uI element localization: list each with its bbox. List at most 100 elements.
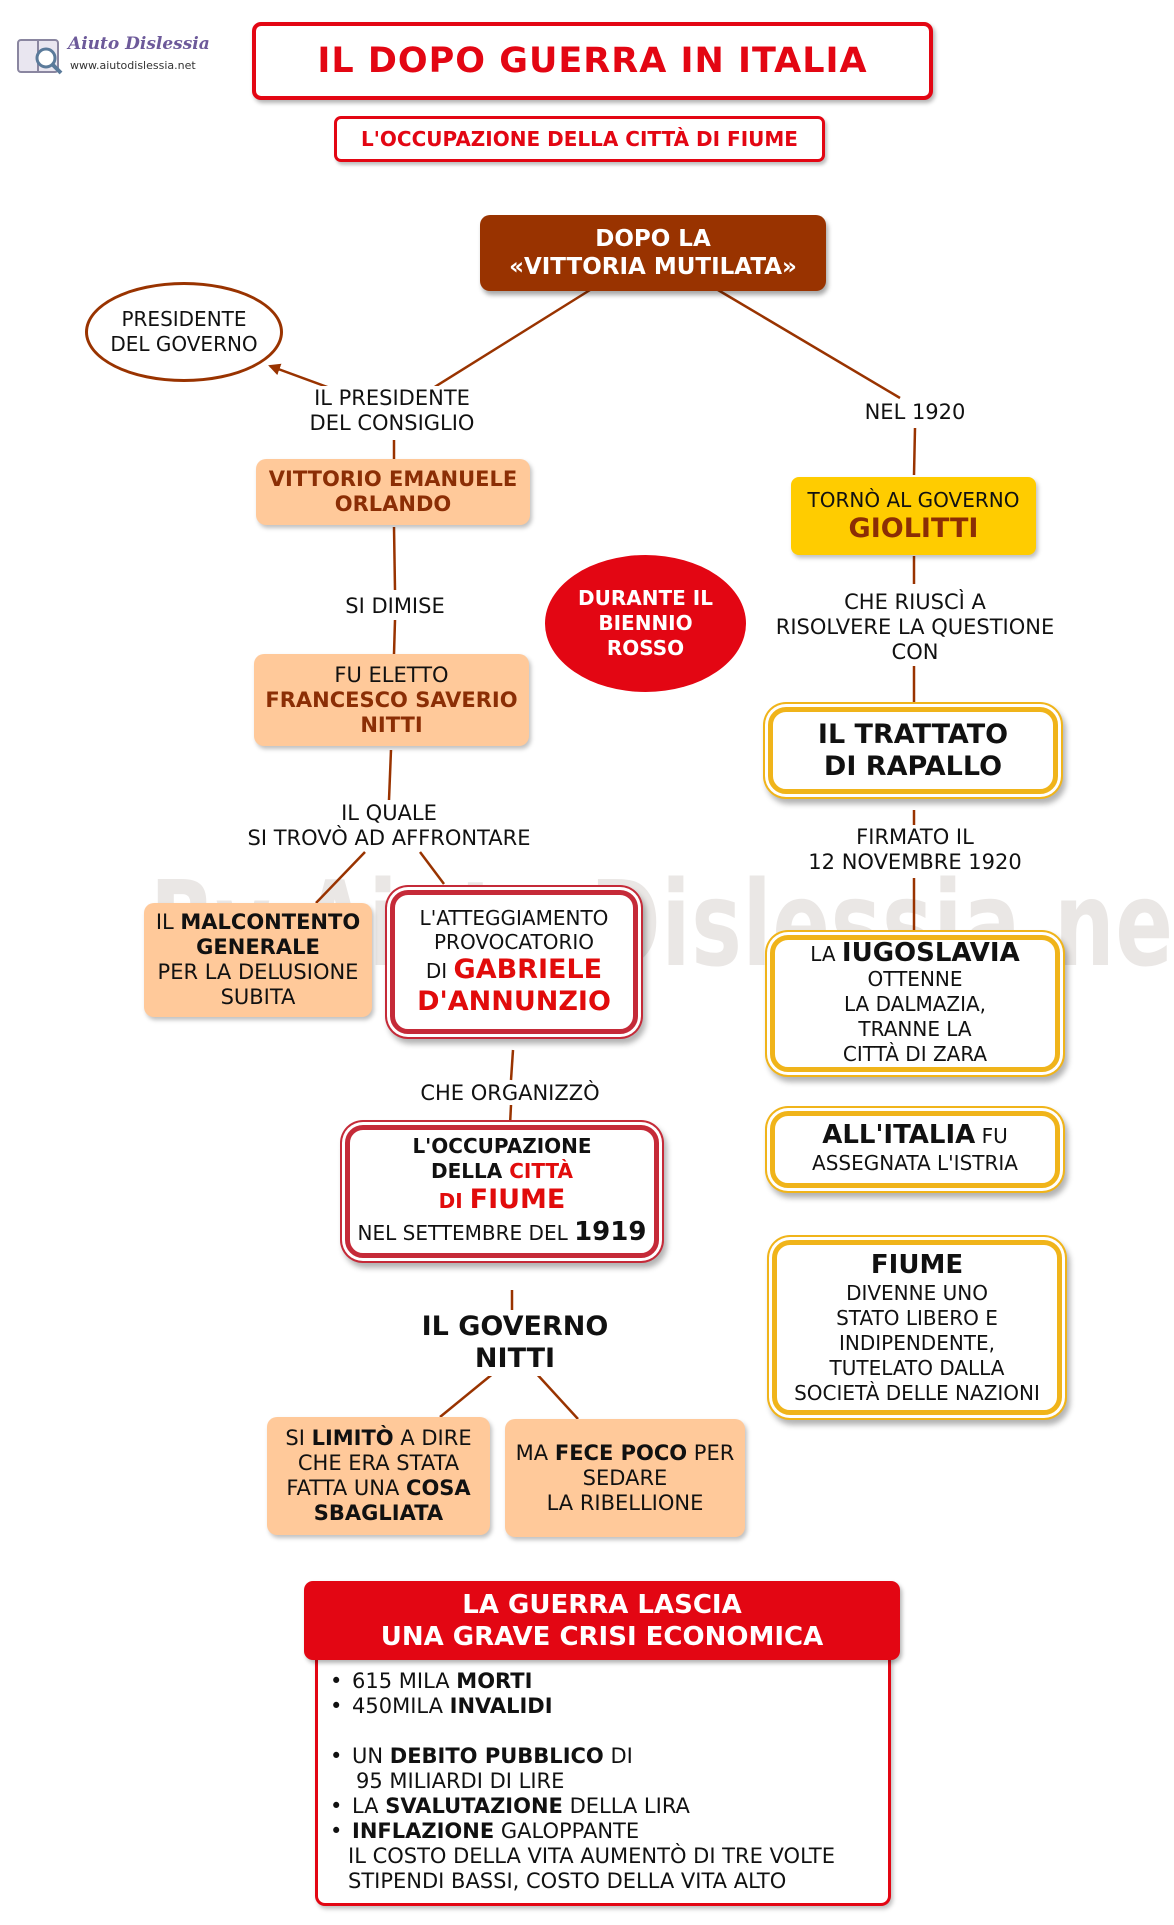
fiume-title: FIUME [870,1249,964,1280]
label-firmato-line1: FIRMATO IL [856,825,974,849]
node-nitti: FU ELETTO FRANCESCO SAVERIO NITTI [254,654,529,746]
subtitle-box: L'OCCUPAZIONE DELLA CITTÀ DI FIUME [334,116,825,162]
malcontento-pre: IL [155,910,181,934]
logo[interactable]: Aiuto Dislessia www.aiutodislessia.net [16,32,210,82]
nitti-line1: FU ELETTO [334,662,449,687]
logo-name: Aiuto Dislessia [68,34,210,54]
si-limito-line3-bold: COSA [406,1476,471,1500]
occupazione-line2-pre: DELLA [431,1159,510,1183]
crisi-header: LA GUERRA LASCIA UNA GRAVE CRISI ECONOMI… [304,1581,900,1660]
root-line1: DOPO LA [595,226,711,252]
connector-presidente-arrow [268,363,331,390]
node-orlando: VITTORIO EMANUELE ORLANDO [256,459,530,525]
label-si-dimise: SI DIMISE [345,594,445,618]
label-firmato: FIRMATO IL 12 NOVEMBRE 1920 [795,825,1035,875]
jugoslavia-line4: TRANNE LA [858,1016,972,1041]
node-jugoslavia: LA IUGOSLAVIA OTTENNE LA DALMAZIA, TRANN… [770,935,1060,1072]
dannunzio-line3-pre: DI [425,959,454,983]
fece-poco-line3: LA RIBELLIONE [546,1490,704,1515]
italia-post: FU [975,1124,1008,1148]
fiume-line4: INDIPENDENTE, [838,1330,996,1355]
crisi-item-invalidi: 450MILA INVALIDI [326,1694,888,1719]
malcontento-line4: SUBITA [220,985,296,1009]
node-italia-istria: ALL'ITALIA FU ASSEGNATA L'ISTRIA [770,1111,1060,1188]
label-che-organizzo: CHE ORGANIZZÒ [420,1081,600,1105]
occupazione-line1: L'OCCUPAZIONE [412,1134,592,1158]
crisi-item-costo-vita: IL COSTO DELLA VITA AUMENTÒ DI TRE VOLTE [348,1844,835,1868]
si-limito-line2: CHE ERA STATA [297,1451,460,1475]
occupazione-line3-pre: DI [438,1189,470,1213]
giolitti-line2: GIOLITTI [848,513,979,544]
connector-governo-limito [439,1371,496,1418]
oval-biennio-rosso: DURANTE IL BIENNIO ROSSO [545,555,746,692]
dannunzio-line3: DI GABRIELE [426,954,602,986]
label-risolvere-line1: CHE RIUSCÌ A [844,590,986,614]
page-title-box: IL DOPO GUERRA IN ITALIA [252,22,933,100]
governo-nitti-line2: NITTI [474,1343,556,1374]
fece-poco-line1: MA FECE POCO PER [516,1441,735,1466]
occupazione-line2: DELLA CITTÀ [431,1159,573,1184]
connector-nitti-quale [387,749,393,801]
crisi-header-line2: UNA GRAVE CRISI ECONOMICA [380,1621,824,1652]
crisi-item-stipendi: STIPENDI BASSI, COSTO DELLA VITA ALTO [348,1869,787,1893]
dannunzio-line1: L'ATTEGGIAMENTO [419,906,609,930]
node-trattato-rapallo: IL TRATTATO DI RAPALLO [768,707,1058,794]
biennio-line1: DURANTE IL [578,586,713,610]
node-malcontento: IL MALCONTENTO GENERALE PER LA DELUSIONE… [144,903,372,1017]
trattato-line1: IL TRATTATO [817,718,1009,750]
fiume-line5: TUTELATO DALLA [829,1355,1005,1380]
occupazione-line4-year: 1919 [574,1217,647,1247]
fiume-line3: STATO LIBERO E [836,1305,998,1330]
connector-1920-giolitti [912,427,917,476]
node-giolitti: TORNÒ AL GOVERNO GIOLITTI [791,477,1036,555]
jugoslavia-bold: IUGOSLAVIA [841,937,1020,968]
jugoslavia-line1: LA IUGOSLAVIA [810,937,1020,968]
fiume-line6: SOCIETÀ DELLE NAZIONI [794,1380,1040,1405]
oval-line1: PRESIDENTE [121,307,247,331]
connector-root-right [717,288,901,400]
occupazione-line3-red: FIUME [469,1184,566,1215]
si-limito-line1: SI LIMITÒ A DIRE [285,1426,471,1451]
crisi-list: 615 MILA MORTI 450MILA INVALIDI UN DEBIT… [326,1669,888,1894]
jugoslavia-pre: LA [810,941,842,966]
label-governo-nitti: IL GOVERNO NITTI [405,1310,625,1376]
crisi-header-line1: LA GUERRA LASCIA [462,1589,742,1620]
dannunzio-line3-name: GABRIELE [453,954,603,985]
oval-line2: DEL GOVERNO [110,332,258,356]
malcontento-bold: MALCONTENTO [180,910,361,934]
connector-root-left [432,288,591,390]
italia-line1: ALL'ITALIA FU [822,1122,1008,1150]
connector-organizzo-occupazione [508,1104,513,1126]
fece-poco-post: PER [687,1440,735,1465]
connector-dimise-nitti [392,619,397,655]
malcontento-line1: IL MALCONTENTO [156,910,360,935]
fiume-line2: DIVENNE UNO [846,1280,988,1305]
page-subtitle: L'OCCUPAZIONE DELLA CITTÀ DI FIUME [361,127,798,151]
label-nel-1920: NEL 1920 [845,400,985,425]
node-vittoria-mutilata: DOPO LA «VITTORIA MUTILATA» [480,215,826,291]
fece-poco-line2: SEDARE [582,1465,668,1490]
si-limito-bold: LIMITÒ [311,1426,394,1450]
label-risolvere: CHE RIUSCÌ A RISOLVERE LA QUESTIONE CON [760,590,1070,665]
oval-presidente-governo: PRESIDENTE DEL GOVERNO [85,282,283,382]
trattato-line2: DI RAPALLO [823,750,1003,782]
italia-line2: ASSEGNATA L'ISTRIA [812,1151,1018,1175]
crisi-item-inflazione: INFLAZIONE GALOPPANTE [326,1819,888,1844]
jugoslavia-line5: CITTÀ DI ZARA [842,1041,988,1066]
connector-governo-fece [534,1371,579,1420]
connector-quale-dannunzio [419,851,445,885]
jugoslavia-line3: LA DALMAZIA, [843,991,987,1016]
giolitti-line1: TORNÒ AL GOVERNO [807,488,1020,512]
si-limito-post: A DIRE [393,1426,472,1450]
node-occupazione-fiume: L'OCCUPAZIONE DELLA CITTÀ DI FIUME NEL S… [345,1125,659,1258]
malcontento-line3: PER LA DELUSIONE [157,960,359,984]
label-il-quale-line2: SI TROVÒ AD AFFRONTARE [247,826,531,850]
si-limito-pre: SI [285,1426,312,1450]
connector-orlando-dimise [392,526,397,591]
node-si-limito: SI LIMITÒ A DIRE CHE ERA STATA FATTA UNA… [267,1417,490,1535]
nitti-line2: FRANCESCO SAVERIO [265,687,518,712]
node-dannunzio: L'ATTEGGIAMENTO PROVOCATORIO DI GABRIELE… [390,890,638,1034]
occupazione-line2-red: CITTÀ [509,1159,573,1183]
connector-quale-malcontento [315,851,366,904]
jugoslavia-line2: OTTENNE [867,966,963,991]
